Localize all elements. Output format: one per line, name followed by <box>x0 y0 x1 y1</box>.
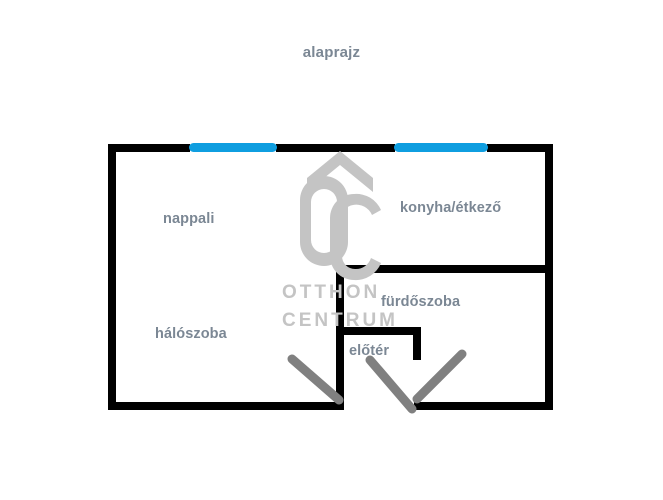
room-label-elotar: előtér <box>349 343 390 359</box>
wall-top-left-segment <box>108 144 190 152</box>
door-bedroom <box>287 354 344 405</box>
wall-bathroom-top <box>336 265 553 273</box>
watermark-line-otthon: OTTHON <box>282 282 381 303</box>
wall-vertical-center <box>336 265 344 410</box>
room-label-haloszoba: hálószoba <box>155 326 227 342</box>
outer-walls <box>108 144 553 410</box>
room-label-nappali: nappali <box>163 211 215 227</box>
wall-top-right-segment <box>487 144 553 152</box>
room-label-furdoszoba: fürdőszoba <box>381 294 461 310</box>
roof-chevron-icon <box>307 151 373 192</box>
room-label-konyha-etkezo: konyha/étkező <box>400 200 502 216</box>
door-bathroom <box>412 349 467 404</box>
window-kitchen <box>394 143 488 152</box>
door-entrance <box>365 355 417 414</box>
wall-bottom-right-segment <box>414 402 553 410</box>
wall-left <box>108 144 116 410</box>
wall-hallway-right-stub <box>413 327 421 360</box>
wall-bottom-left-segment <box>108 402 344 410</box>
watermark-logo <box>300 151 381 281</box>
wall-top-middle-segment <box>276 144 395 152</box>
wall-hallway-top <box>336 327 421 335</box>
windows <box>189 143 488 152</box>
watermark-line-centrum: CENTRUM <box>282 310 398 331</box>
watermark-letter-c <box>330 193 381 281</box>
page-title: alaprajz <box>302 44 361 61</box>
wall-right <box>545 144 553 410</box>
doors <box>287 349 467 414</box>
window-living-room <box>189 143 277 152</box>
